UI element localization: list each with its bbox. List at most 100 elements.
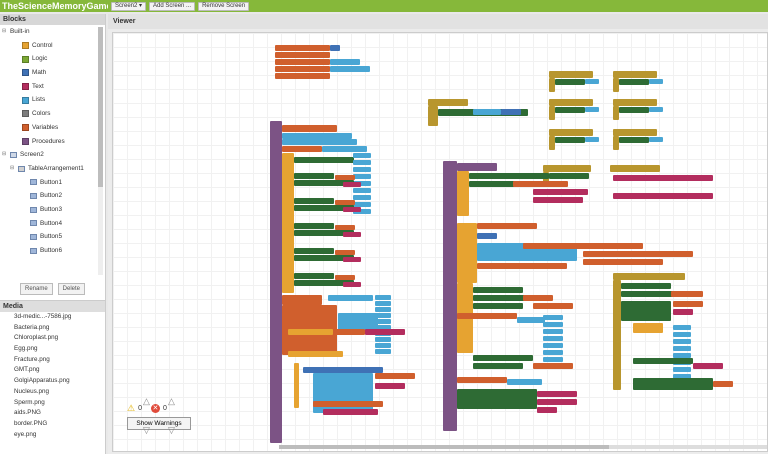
code-block[interactable]: [673, 301, 703, 307]
component-item[interactable]: Button4: [0, 217, 105, 231]
code-block[interactable]: [543, 343, 563, 348]
code-block[interactable]: [353, 160, 371, 165]
code-block[interactable]: [555, 137, 585, 143]
code-block[interactable]: [353, 167, 371, 172]
code-block[interactable]: [543, 357, 563, 362]
code-block[interactable]: [649, 137, 663, 142]
code-block[interactable]: [613, 99, 657, 106]
media-item[interactable]: GolgiApparatus.png: [14, 377, 70, 385]
code-block[interactable]: [282, 125, 337, 132]
code-block[interactable]: [294, 230, 354, 236]
code-block[interactable]: [335, 329, 365, 335]
code-block[interactable]: [533, 197, 583, 203]
code-block[interactable]: [523, 295, 553, 301]
component-item[interactable]: Button5: [0, 230, 105, 244]
code-block[interactable]: [457, 163, 497, 171]
code-block[interactable]: [693, 363, 723, 369]
code-block[interactable]: [294, 255, 354, 261]
workspace-hscrollbar-thumb[interactable]: [279, 445, 609, 449]
scroll-up-icon[interactable]: △: [168, 396, 175, 406]
code-block[interactable]: [555, 79, 585, 85]
code-block[interactable]: [335, 250, 355, 255]
media-item[interactable]: GMT.png: [14, 366, 40, 374]
code-block[interactable]: [610, 165, 660, 172]
code-block[interactable]: [549, 173, 589, 179]
code-block[interactable]: [323, 409, 378, 415]
code-block[interactable]: [428, 106, 438, 126]
code-block[interactable]: [343, 257, 361, 262]
code-block[interactable]: [375, 301, 391, 306]
media-item[interactable]: Bacteria.png: [14, 323, 50, 331]
code-block[interactable]: [621, 283, 671, 289]
code-block[interactable]: [549, 71, 593, 78]
code-block[interactable]: [613, 71, 657, 78]
code-block[interactable]: [428, 99, 468, 106]
code-block[interactable]: [322, 146, 367, 152]
code-block[interactable]: [473, 355, 533, 361]
code-block[interactable]: [275, 45, 330, 51]
code-block[interactable]: [275, 73, 330, 79]
code-block[interactable]: [294, 223, 334, 229]
tree-scrollbar-thumb[interactable]: [98, 27, 103, 187]
code-block[interactable]: [619, 107, 649, 113]
code-block[interactable]: [633, 358, 693, 364]
code-block[interactable]: [549, 129, 593, 136]
code-block[interactable]: [583, 251, 693, 257]
code-block[interactable]: [549, 78, 555, 92]
code-block[interactable]: [613, 78, 619, 92]
code-block[interactable]: [469, 173, 549, 179]
blocks-canvas[interactable]: [113, 33, 768, 452]
code-block[interactable]: [477, 223, 537, 229]
scroll-up-icon[interactable]: △: [143, 396, 150, 406]
code-block[interactable]: [613, 273, 685, 280]
code-block[interactable]: [613, 193, 713, 199]
code-block[interactable]: [294, 198, 334, 204]
show-warnings-button[interactable]: Show Warnings: [127, 417, 191, 430]
code-block[interactable]: [457, 313, 517, 319]
tree-scrollbar[interactable]: [98, 27, 103, 275]
code-block[interactable]: [294, 273, 334, 279]
tree-screen2[interactable]: ⊟ Screen2: [0, 148, 105, 162]
code-block[interactable]: [673, 325, 691, 330]
code-block[interactable]: [543, 322, 563, 327]
code-block[interactable]: [375, 373, 415, 379]
code-block[interactable]: [555, 107, 585, 113]
builtin-item[interactable]: Lists: [0, 93, 105, 107]
code-block[interactable]: [613, 136, 619, 150]
code-block[interactable]: [282, 146, 322, 152]
code-block[interactable]: [633, 378, 713, 390]
code-block[interactable]: [375, 349, 391, 354]
code-block[interactable]: [673, 309, 693, 315]
code-block[interactable]: [583, 259, 663, 265]
code-block[interactable]: [613, 129, 657, 136]
code-block[interactable]: [365, 329, 405, 335]
media-item[interactable]: 3d-medic...-7586.jpg: [14, 313, 72, 320]
code-block[interactable]: [353, 188, 371, 193]
code-block[interactable]: [343, 282, 361, 287]
code-block[interactable]: [375, 313, 391, 318]
rename-button[interactable]: Rename: [19, 282, 53, 295]
code-block[interactable]: [477, 263, 567, 269]
code-block[interactable]: [673, 332, 691, 337]
media-item[interactable]: Nucleus.png: [14, 387, 50, 395]
media-item[interactable]: Sperm.png: [14, 398, 45, 406]
component-item[interactable]: Button2: [0, 189, 105, 203]
code-block[interactable]: [613, 106, 619, 120]
media-item[interactable]: Egg.png: [14, 345, 38, 353]
code-block[interactable]: [294, 180, 354, 186]
code-block[interactable]: [375, 295, 391, 300]
code-block[interactable]: [533, 303, 573, 309]
builtin-item[interactable]: Text: [0, 80, 105, 94]
code-block[interactable]: [543, 329, 563, 334]
code-block[interactable]: [353, 195, 371, 200]
code-block[interactable]: [275, 52, 330, 58]
code-block[interactable]: [549, 99, 593, 106]
code-block[interactable]: [330, 59, 360, 65]
code-block[interactable]: [375, 383, 405, 389]
code-block[interactable]: [523, 243, 643, 249]
code-block[interactable]: [288, 329, 333, 335]
code-block[interactable]: [517, 317, 545, 323]
code-block[interactable]: [328, 295, 373, 301]
code-block[interactable]: [443, 161, 457, 431]
code-block[interactable]: [549, 106, 555, 120]
